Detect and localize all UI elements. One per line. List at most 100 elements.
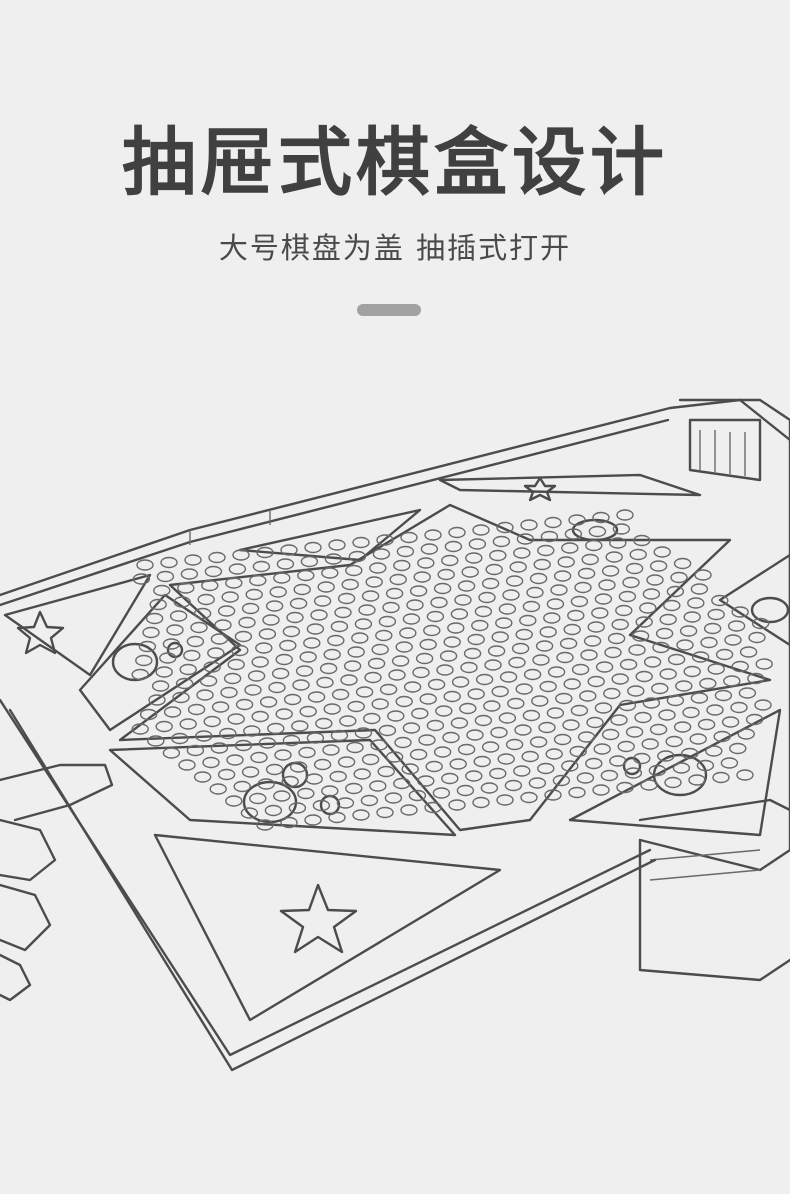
board-hole [243,725,261,737]
board-hole [262,614,280,626]
board-hole [426,610,445,623]
board-hole [665,735,683,748]
board-hole [139,708,158,721]
board-hole [240,807,259,819]
board-hole [520,791,538,804]
board-hole [457,743,476,756]
board-hole [655,627,674,640]
board-hole [190,621,208,634]
board-hole [393,559,411,572]
board-hole [387,710,405,722]
board-hole [502,589,520,601]
board-hole [282,734,301,747]
board-hole [537,762,555,775]
board-hole [406,599,424,611]
board-hole [715,648,734,661]
board-hole [252,560,271,573]
board-hole [498,712,517,724]
board-hole [256,546,274,559]
board-hole [298,746,316,759]
board-hole [210,742,229,754]
board-hole [321,785,339,797]
board-hole [562,719,580,731]
board-hole [472,524,490,536]
board-hole [600,769,619,782]
board-hole [330,729,349,742]
board-hole [361,590,380,602]
board-hole [491,631,509,643]
board-hole [312,799,331,812]
board-hole [162,638,181,650]
board-hole [659,668,677,680]
board-hole [265,763,284,776]
board-hole [706,704,724,716]
board-hole [507,697,525,710]
board-hole [355,686,374,698]
board-hole [241,602,260,615]
board-hole [426,719,445,732]
board-hole [707,608,725,621]
board-hole [418,734,436,746]
board-hole [379,683,398,696]
board-hole [490,726,508,739]
board-hole [591,607,609,619]
board-hole [437,568,455,581]
board-hole [535,640,554,652]
board-hole [569,745,587,758]
board-hole [604,646,622,659]
board-hole [697,718,716,731]
board-hole [382,601,400,614]
board-hole [193,607,212,620]
board-hole [217,605,236,617]
board-hole [441,772,459,785]
board-hole [529,572,548,585]
board-hole [529,736,548,748]
board-hole [433,582,452,595]
board-hole [663,599,681,612]
board-hole [376,806,394,819]
board-hole [257,778,275,790]
board-hole [550,584,568,596]
board-hole [435,705,453,717]
board-hole [592,784,610,796]
board-hole [363,712,381,725]
board-hole [635,670,653,683]
board-hole [450,717,469,729]
board-hole [658,709,676,721]
board-hole [659,613,677,626]
board-hole [568,786,586,799]
board-hole [646,574,664,586]
board-hole [209,783,227,795]
board-hole [690,692,709,704]
board-hole [265,600,284,612]
board-hole [625,562,644,575]
board-hole [303,637,321,649]
board-hole [612,523,631,535]
board-illustration [0,380,790,1190]
board-hole [556,651,574,664]
board-hole [526,586,544,599]
board-hole [339,715,357,727]
board-hole [175,677,194,690]
board-hole [384,792,403,804]
board-hole [247,670,266,682]
board-hole [259,696,278,708]
board-hole [673,557,692,570]
board-hole [331,688,350,701]
board-hole [505,738,524,751]
board-hole [513,547,531,559]
board-hole [720,757,739,769]
board-hole [694,569,712,581]
board-hole [649,723,668,736]
board-hole [443,636,461,648]
board-hole [520,519,538,531]
board-hole [683,665,701,678]
board-hole [690,583,709,595]
board-hole [211,701,230,713]
board-hole [570,595,589,608]
board-hole [546,598,565,610]
board-hole [162,747,181,759]
board-hole [736,769,754,781]
board-hole [317,581,335,593]
board-hole [538,721,556,734]
